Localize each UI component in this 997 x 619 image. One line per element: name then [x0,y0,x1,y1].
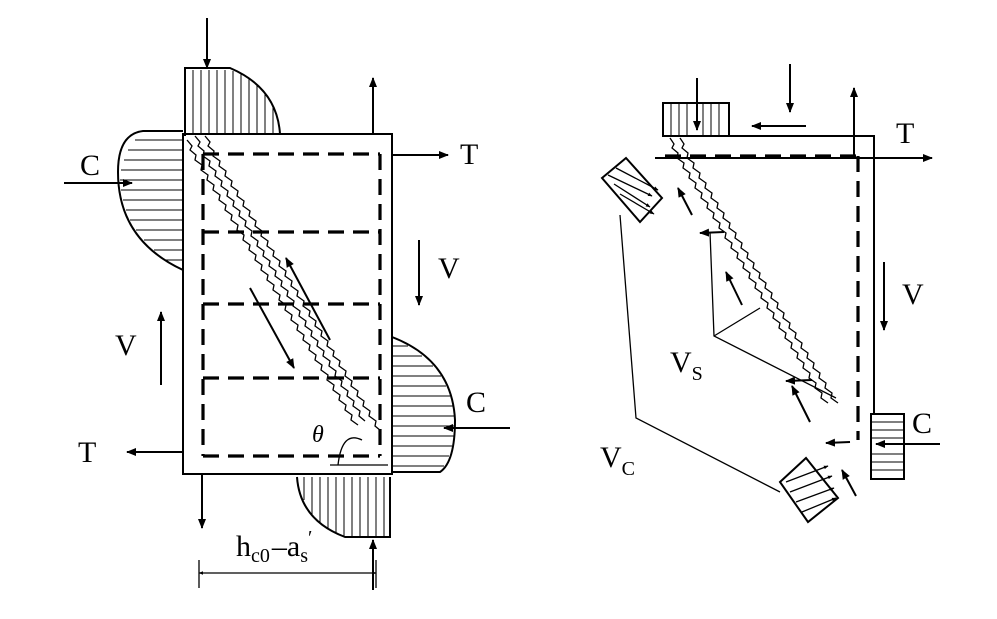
right-free-body: T V C VS VC [600,64,940,524]
label-v-left: V [115,329,137,362]
right-label-v: V [902,278,924,311]
vc-resultant-polygon [619,214,781,493]
right-label-c: C [912,407,932,440]
left-diagonal-cracks [186,135,382,432]
top-compression-stress-block [184,67,281,136]
label-t-left: T [78,436,96,469]
label-t-right: T [460,138,478,171]
right-diagonal-crack [669,137,829,404]
left-compression-stress-block [116,130,184,271]
crack-shear-arrow-down [249,287,295,369]
right-compression-stress-block [391,336,457,473]
label-theta: θ [312,422,324,448]
dimension-label: hc0–as′ [236,527,312,567]
label-vc: VC [600,441,635,480]
left-beam-outline [182,133,393,475]
bottom-compression-stress-block [296,476,391,538]
lower-interlock-stress-block [778,456,840,524]
label-c-left: C [80,149,100,182]
label-v-right: V [438,252,460,285]
label-vs: VS [670,346,703,385]
dimension-line [198,560,377,588]
left-beam-element: C T V V C θ T hc0–as′ [64,18,510,590]
right-label-t: T [896,117,914,150]
label-c-right: C [466,386,486,419]
crack-shear-arrow-up [285,257,331,341]
theta-angle-arc [337,437,363,466]
upper-interlock-stress-block [600,156,664,224]
left-stirrups [201,152,382,458]
right-bottom-compression-block [870,413,905,480]
